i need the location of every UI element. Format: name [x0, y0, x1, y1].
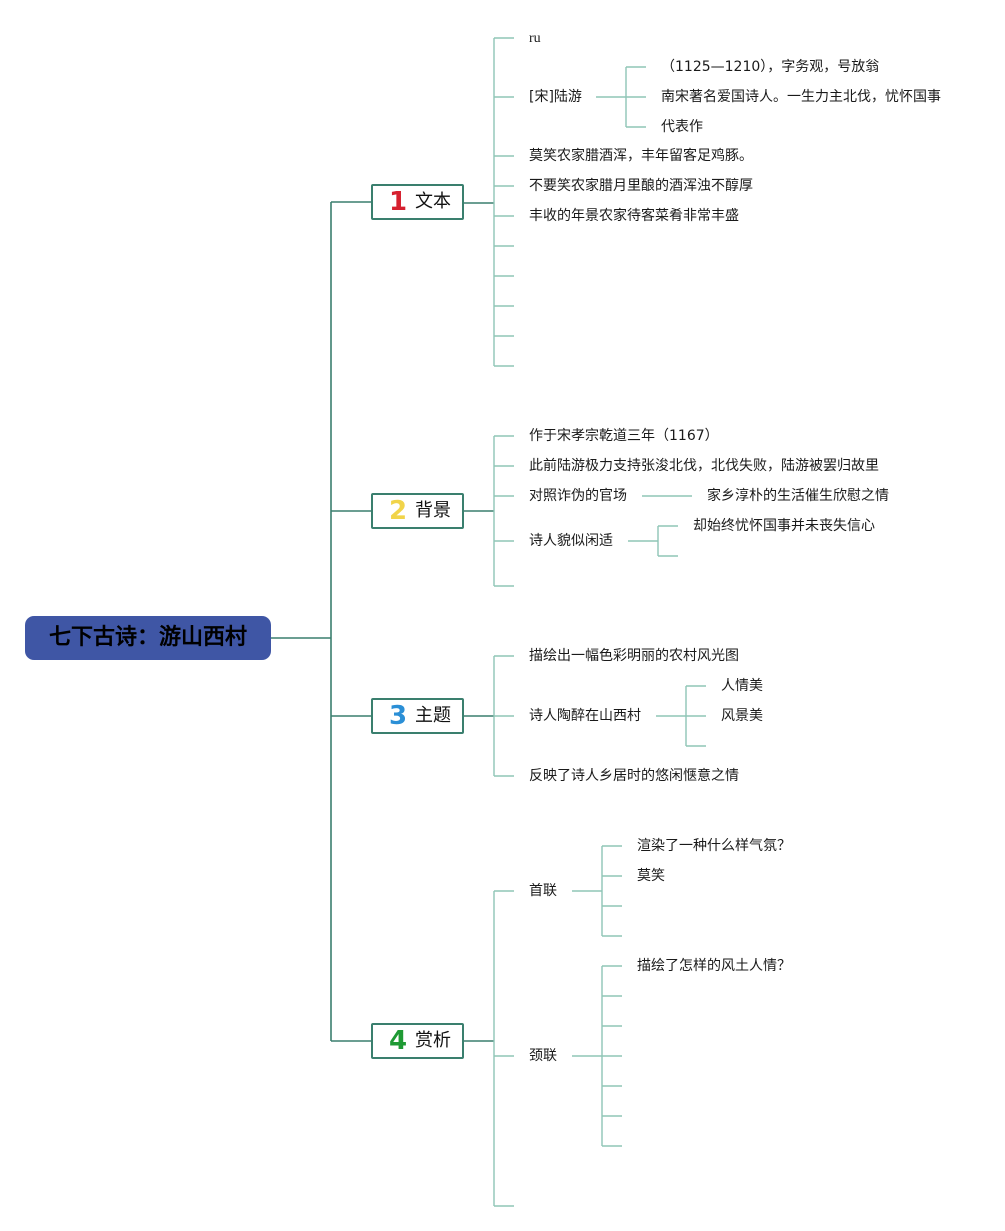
branch-label: 背景	[415, 500, 451, 521]
node-question[interactable]: 描绘了怎样的风土人情？	[637, 958, 791, 974]
node-date[interactable]: 作于宋孝宗乾道三年（1167）	[529, 428, 719, 444]
node-author[interactable]: [宋]陆游	[529, 89, 582, 105]
branch-text[interactable]: 1 文本	[371, 184, 464, 220]
node-leisure-child[interactable]: 却始终忧怀国事并未丧失信心	[693, 518, 875, 534]
node-author-desc[interactable]: 南宋著名爱国诗人。一生力主北伐，忧怀国事	[661, 89, 941, 105]
node-contrast-child[interactable]: 家乡淳朴的生活催生欣慰之情	[707, 488, 889, 504]
node-author-works[interactable]: 代表作	[661, 119, 703, 135]
node-history[interactable]: 此前陆游极力支持张浚北伐，北伐失败，陆游被罢归故里	[529, 458, 879, 474]
number-1-icon: 1	[389, 187, 408, 217]
node-poem-line[interactable]: 莫笑农家腊酒浑，丰年留客足鸡豚。	[529, 148, 753, 164]
node-first-couplet[interactable]: 首联	[529, 883, 557, 899]
branch-background[interactable]: 2 背景	[371, 493, 464, 529]
branch-theme[interactable]: 3 主题	[371, 698, 464, 734]
branch-analysis[interactable]: 4 赏析	[371, 1023, 464, 1059]
node-mood[interactable]: 反映了诗人乡居时的悠闲惬意之情	[529, 768, 739, 784]
node-scenery-beauty[interactable]: 风景美	[721, 708, 763, 724]
number-2-icon: 2	[389, 496, 408, 526]
node-translation[interactable]: 不要笑农家腊月里酿的酒浑浊不醇厚	[529, 178, 753, 194]
node-people-beauty[interactable]: 人情美	[721, 678, 763, 694]
node-contrast[interactable]: 对照诈伪的官场	[529, 488, 627, 504]
branch-label: 赏析	[415, 1030, 451, 1051]
node-keyword[interactable]: 莫笑	[637, 868, 665, 884]
node-scenery[interactable]: 描绘出一幅色彩明丽的农村风光图	[529, 648, 739, 664]
node-intoxicated[interactable]: 诗人陶醉在山西村	[529, 708, 641, 724]
branch-label: 主题	[415, 705, 451, 726]
node-translation[interactable]: 丰收的年景农家待客菜肴非常丰盛	[529, 208, 739, 224]
node-ru[interactable]: ru	[529, 31, 541, 46]
node-question[interactable]: 渲染了一种什么样气氛？	[637, 838, 791, 854]
node-author-dates[interactable]: （1125—1210），字务观，号放翁	[661, 59, 880, 75]
number-3-icon: 3	[389, 701, 408, 731]
number-4-icon: 4	[389, 1026, 408, 1056]
node-neck-couplet[interactable]: 颈联	[529, 1048, 557, 1064]
root-topic[interactable]: 七下古诗：游山西村	[25, 616, 271, 660]
branch-label: 文本	[415, 191, 451, 212]
node-leisure[interactable]: 诗人貌似闲适	[529, 533, 613, 549]
